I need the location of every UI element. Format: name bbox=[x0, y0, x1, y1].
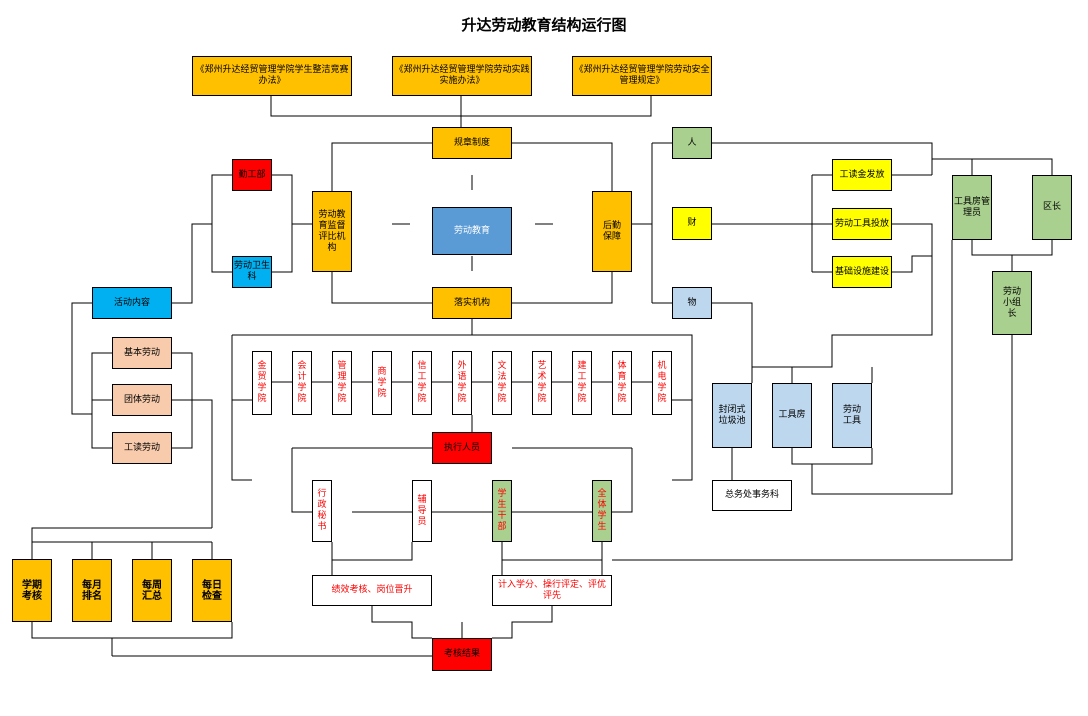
outcome-performance-promotion: 绩效考核、岗位晋升 bbox=[312, 575, 432, 606]
fund-wage-payment: 工读金发放 bbox=[832, 159, 892, 191]
fund-tool-delivery: 劳动工具投放 bbox=[832, 208, 892, 240]
assessment-weekly: 每周汇总 bbox=[132, 559, 172, 622]
work-study-dept: 勤工部 bbox=[232, 159, 272, 191]
college-item: 信工学院 bbox=[412, 351, 432, 415]
college-item: 商学院 bbox=[372, 351, 392, 415]
college-item: 外语学院 bbox=[452, 351, 472, 415]
material-toolroom: 工具房 bbox=[772, 383, 812, 448]
activity-work-study: 工读劳动 bbox=[112, 432, 172, 464]
college-item: 会计学院 bbox=[292, 351, 312, 415]
assessment-monthly: 每月排名 bbox=[72, 559, 112, 622]
college-item: 机电学院 bbox=[652, 351, 672, 415]
college-item: 体育学院 bbox=[612, 351, 632, 415]
toolroom-admin: 工具房管理员 bbox=[952, 175, 992, 240]
doc-labor-practice: 《郑州升达经贸管理学院劳动实践实施办法》 bbox=[392, 56, 532, 96]
implementation-box: 落实机构 bbox=[432, 287, 512, 319]
executor-admin-secretary: 行政秘书 bbox=[312, 480, 332, 542]
fund-infrastructure: 基础设施建设 bbox=[832, 256, 892, 288]
labor-hygiene-office: 劳动卫生科 bbox=[232, 256, 272, 288]
general-affairs-office: 总务处事务科 bbox=[712, 480, 792, 511]
outcome-credits-evaluation: 计入学分、操行评定、评优评先 bbox=[492, 575, 612, 606]
executor-student-leaders: 学生干部 bbox=[492, 480, 512, 542]
activity-group: 团体劳动 bbox=[112, 384, 172, 416]
rules-box: 规章制度 bbox=[432, 127, 512, 159]
district-head: 区长 bbox=[1032, 175, 1072, 240]
material-labor-tools: 劳动工具 bbox=[832, 383, 872, 448]
resource-money: 财 bbox=[672, 207, 712, 240]
doc-labor-safety: 《郑州升达经贸管理学院劳动安全管理规定》 bbox=[572, 56, 712, 96]
college-item: 艺术学院 bbox=[532, 351, 552, 415]
assessment-semester: 学期考核 bbox=[12, 559, 52, 622]
college-item: 建工学院 bbox=[572, 351, 592, 415]
assessment-daily: 每日检查 bbox=[192, 559, 232, 622]
doc-cleanliness-competition: 《郑州升达经贸管理学院学生整洁竞赛办法》 bbox=[192, 56, 352, 96]
logistics-box: 后勤保障 bbox=[592, 191, 632, 272]
executor-counselor: 辅导员 bbox=[412, 480, 432, 542]
supervision-box: 劳动教育监督评比机构 bbox=[312, 191, 352, 272]
college-item: 文法学院 bbox=[492, 351, 512, 415]
labor-group-leader: 劳动小组长 bbox=[992, 271, 1032, 335]
activity-basic: 基本劳动 bbox=[112, 337, 172, 369]
activity-content-header: 活动内容 bbox=[92, 287, 172, 319]
assessment-results: 考核结果 bbox=[432, 638, 492, 671]
resource-material: 物 bbox=[672, 287, 712, 319]
college-item: 管理学院 bbox=[332, 351, 352, 415]
executor-all-students: 全体学生 bbox=[592, 480, 612, 542]
college-item: 金贸学院 bbox=[252, 351, 272, 415]
labor-education-center: 劳动教育 bbox=[432, 207, 512, 255]
material-garbage-pool: 封闭式垃圾池 bbox=[712, 383, 752, 448]
executors-header: 执行人员 bbox=[432, 432, 492, 464]
page-title: 升达劳动教育结构运行图 bbox=[461, 16, 627, 34]
resource-people: 人 bbox=[672, 127, 712, 159]
